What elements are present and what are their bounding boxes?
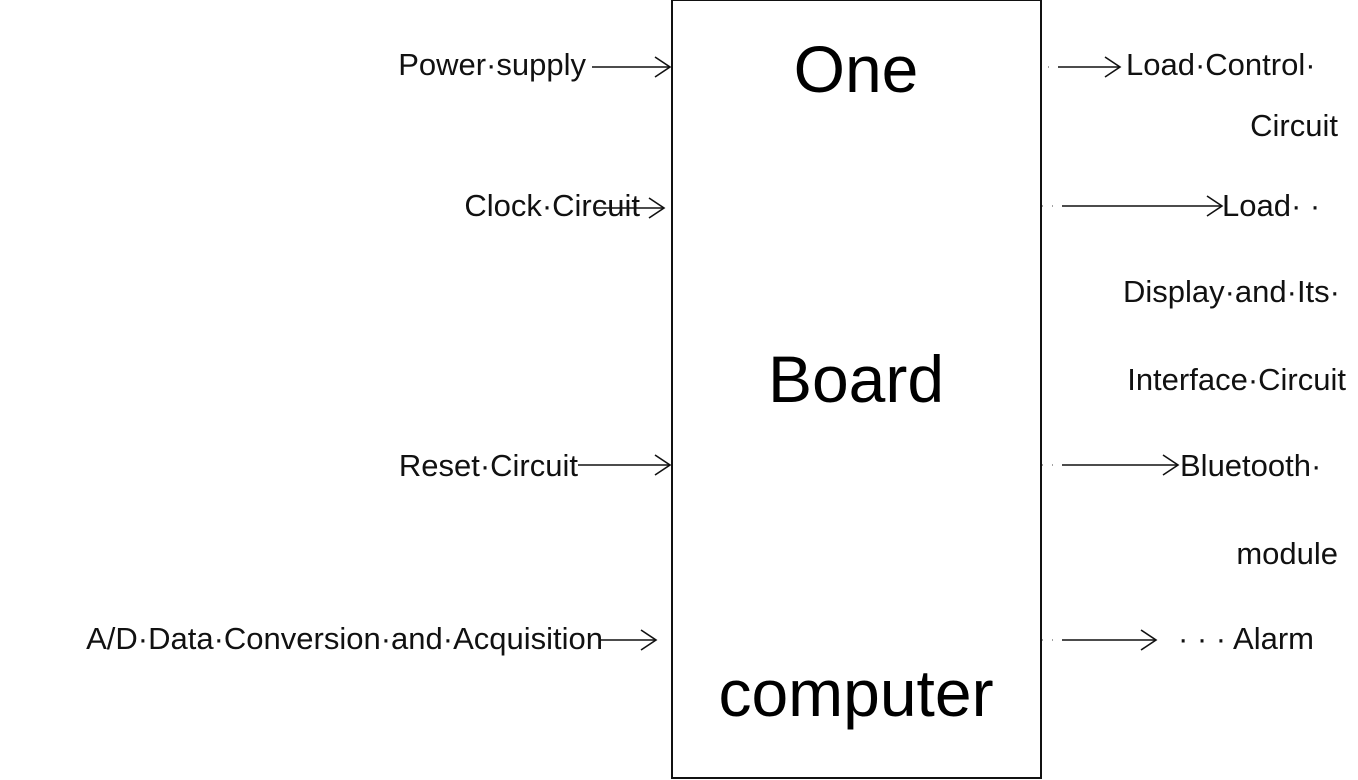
input-label: Clock·Circuit [464, 188, 640, 223]
arrow-head-icon [640, 629, 658, 651]
input-label: Reset·Circuit [399, 448, 579, 483]
block-title-line-1: One [794, 32, 919, 106]
arrow-head-icon [654, 454, 672, 476]
arrow-head-icon [1140, 629, 1158, 651]
input-ad-data-conversion: A/D·Data·Conversion·and·Acquisition [86, 621, 658, 656]
output-alarm: · · · Alarm [1042, 621, 1314, 656]
output-bluetooth-module: Bluetooth· module [1042, 448, 1338, 571]
output-load-display-interface: Load· · Display·and·Its· Interface·Circu… [1042, 188, 1346, 397]
input-reset-circuit: Reset·Circuit [399, 448, 672, 483]
input-power-supply: Power·supply [398, 47, 672, 82]
output-label-line-1: · · · Alarm [1178, 621, 1314, 656]
input-clock-circuit: Clock·Circuit [464, 188, 666, 223]
output-label-line-2: module [1236, 536, 1338, 571]
block-title-line-2: Board [768, 342, 944, 416]
output-label-line-1: Bluetooth· [1180, 448, 1321, 483]
output-label-line-3: Interface·Circuit [1127, 362, 1346, 397]
arrow-head-icon [1104, 56, 1122, 78]
arrow-head-icon [1206, 195, 1224, 217]
output-label-line-1: Load·Control· [1126, 47, 1316, 82]
output-label-line-2: Display·and·Its· [1123, 274, 1340, 309]
input-label: A/D·Data·Conversion·and·Acquisition [86, 621, 603, 656]
arrow-head-icon [654, 56, 672, 78]
output-label-line-2: Circuit [1250, 108, 1338, 143]
output-label-line-1: Load· · [1222, 188, 1320, 223]
arrow-head-icon [648, 197, 666, 219]
input-label: Power·supply [398, 47, 586, 82]
arrow-head-icon [1162, 454, 1180, 476]
block-title-line-3: computer [718, 656, 993, 730]
output-load-control-circuit: Load·Control· Circuit [1048, 47, 1338, 143]
one-board-computer-block [671, 0, 1042, 779]
